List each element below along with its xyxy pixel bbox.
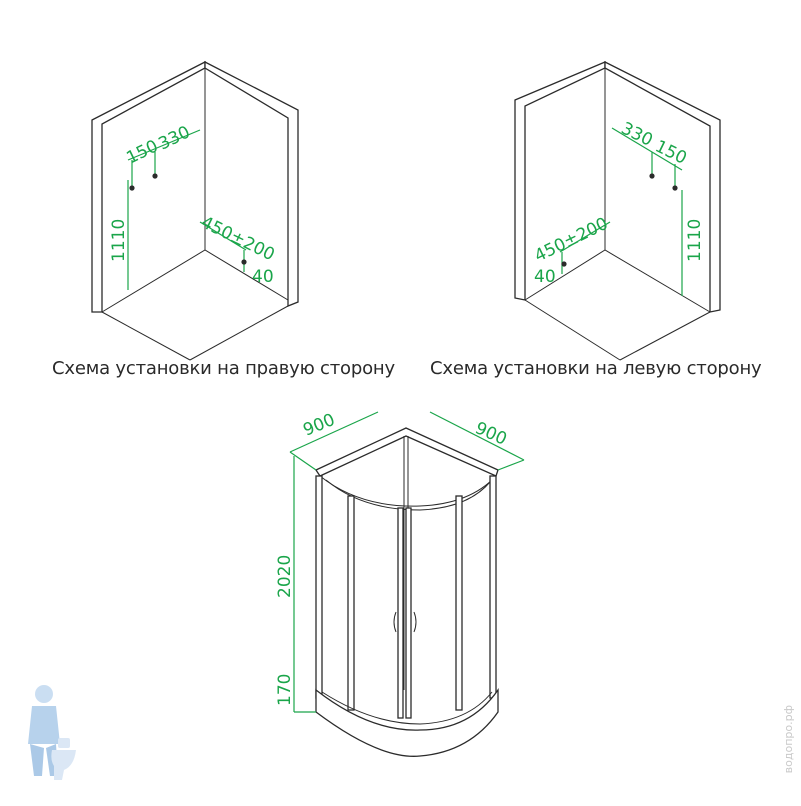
- top-arc-inner: [325, 479, 491, 511]
- right-wall-edge-2: [604, 60, 721, 313]
- left-side-scheme: 330 150 1110 450±200 40: [514, 60, 721, 361]
- dim-450-left: 450±200: [531, 214, 611, 267]
- door-left-edge: [397, 507, 404, 719]
- dim-ext-1: [289, 451, 317, 471]
- dim-width-left: 900: [300, 410, 338, 441]
- floor-edge: [101, 311, 191, 361]
- pipe-point-4: [672, 185, 678, 191]
- pipe-point-1: [129, 185, 135, 191]
- left-handle[interactable]: [393, 611, 397, 633]
- right-side-scheme: 150 330 1110 450±200 40: [91, 60, 299, 361]
- right-handle[interactable]: [413, 611, 417, 633]
- dim-width-right-line: [429, 411, 525, 461]
- dim-height: 2020: [275, 555, 295, 598]
- dim-330-left: 330: [618, 119, 656, 151]
- dim-330: 330: [155, 122, 193, 154]
- dim-450: 450±200: [198, 213, 278, 266]
- dim-40: 40: [252, 267, 274, 287]
- dim-width-left-line: [289, 411, 379, 453]
- top-arc: [319, 475, 497, 507]
- dim-ext-2: [497, 459, 525, 471]
- plumber-logo: [28, 685, 76, 780]
- shower-cabin: 900 900 2020 170: [275, 410, 525, 757]
- pipe-point-3: [649, 173, 655, 179]
- right-post: [489, 475, 497, 699]
- left-fixed-frame: [347, 495, 355, 711]
- logo-leg-1: [30, 744, 44, 776]
- logo-body: [28, 706, 60, 744]
- logo-head: [35, 685, 53, 703]
- pipe-point-2: [152, 173, 158, 179]
- drain-point: [241, 259, 247, 265]
- left-post: [315, 475, 323, 699]
- dim-40-left: 40: [534, 267, 556, 287]
- tray-rim: [321, 691, 493, 725]
- logo-toilet: [51, 750, 76, 780]
- drain-point-2: [561, 261, 567, 267]
- floor-edge-2: [189, 305, 289, 361]
- dim-150: 150: [123, 136, 161, 168]
- door-right-edge: [405, 507, 412, 719]
- right-fixed-frame: [455, 495, 463, 711]
- dim-width-right: 900: [472, 418, 510, 449]
- caption-left-side: Схема установки на левую сторону: [430, 358, 762, 379]
- left-wall-edge-2: [514, 61, 606, 301]
- dimline-top-2: [611, 127, 683, 171]
- floor-edge-3: [524, 299, 621, 361]
- dimline-drain: [199, 221, 247, 251]
- floor-line: [101, 249, 289, 313]
- floor-edge-4: [619, 311, 711, 361]
- dimline-top: [127, 129, 201, 161]
- dim-1110-left: 1110: [685, 219, 705, 262]
- dim-tray: 170: [275, 674, 295, 706]
- watermark-text: водопро.рф: [782, 704, 795, 773]
- logo-toilet-tank: [58, 738, 70, 748]
- dim-1110: 1110: [109, 219, 129, 262]
- caption-right-side: Схема установки на правую сторону: [52, 358, 395, 379]
- shower-tray: [315, 687, 499, 757]
- floor-line-2: [524, 249, 711, 313]
- top-frame: [315, 427, 499, 477]
- left-wall-edge: [91, 60, 206, 313]
- dimline-drain-2: [559, 221, 611, 253]
